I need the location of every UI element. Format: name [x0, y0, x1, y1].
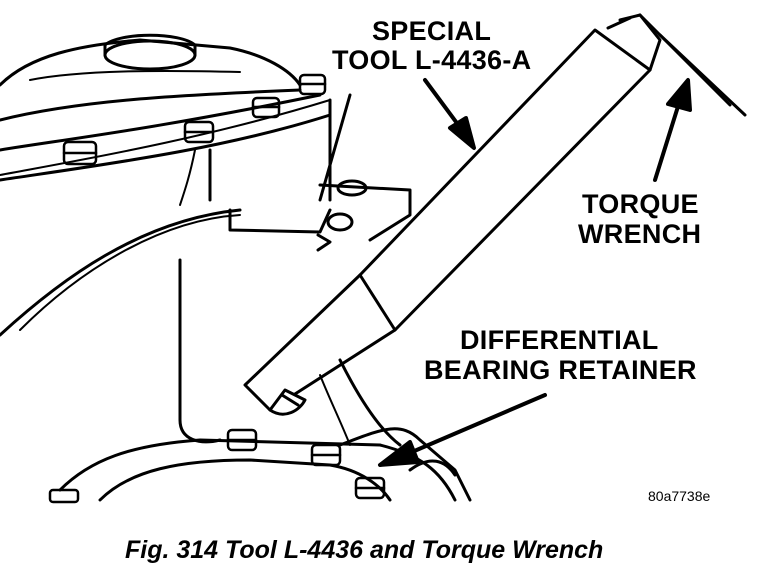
- special-tool-label-line1: SPECIAL: [372, 16, 492, 46]
- bearing-retainer-label-line1: DIFFERENTIAL: [460, 325, 659, 355]
- figure-caption: Fig. 314 Tool L-4436 and Torque Wrench: [125, 536, 604, 564]
- torque-wrench: [638, 13, 747, 117]
- bolt: [310, 443, 342, 467]
- bearing-retainer-label-line2: BEARING RETAINER: [424, 355, 697, 385]
- housing-bolts: [48, 428, 386, 504]
- bolt: [226, 428, 258, 452]
- axle-housing-cover: [0, 33, 412, 444]
- special-tool-arrow: [423, 78, 476, 150]
- cover-bolts: [62, 73, 327, 166]
- bolt: [48, 488, 80, 504]
- bearing-retainer-arrow: [378, 393, 547, 467]
- bolt: [298, 73, 327, 96]
- differential-housing: [58, 358, 472, 502]
- special-tool-l4436a: [243, 13, 662, 416]
- bolt: [354, 476, 386, 500]
- bolt: [183, 120, 215, 144]
- bolt: [62, 140, 98, 166]
- torque-wrench-label-line1: TORQUE: [582, 189, 699, 219]
- torque-wrench-arrow: [653, 78, 692, 182]
- leader-arrows: [378, 78, 692, 467]
- bolt: [251, 96, 281, 119]
- torque-wrench-label-line2: WRENCH: [578, 219, 702, 249]
- figure-reference-code: 80a7738e: [648, 488, 711, 504]
- special-tool-label-line2: TOOL L-4436-A: [332, 45, 532, 75]
